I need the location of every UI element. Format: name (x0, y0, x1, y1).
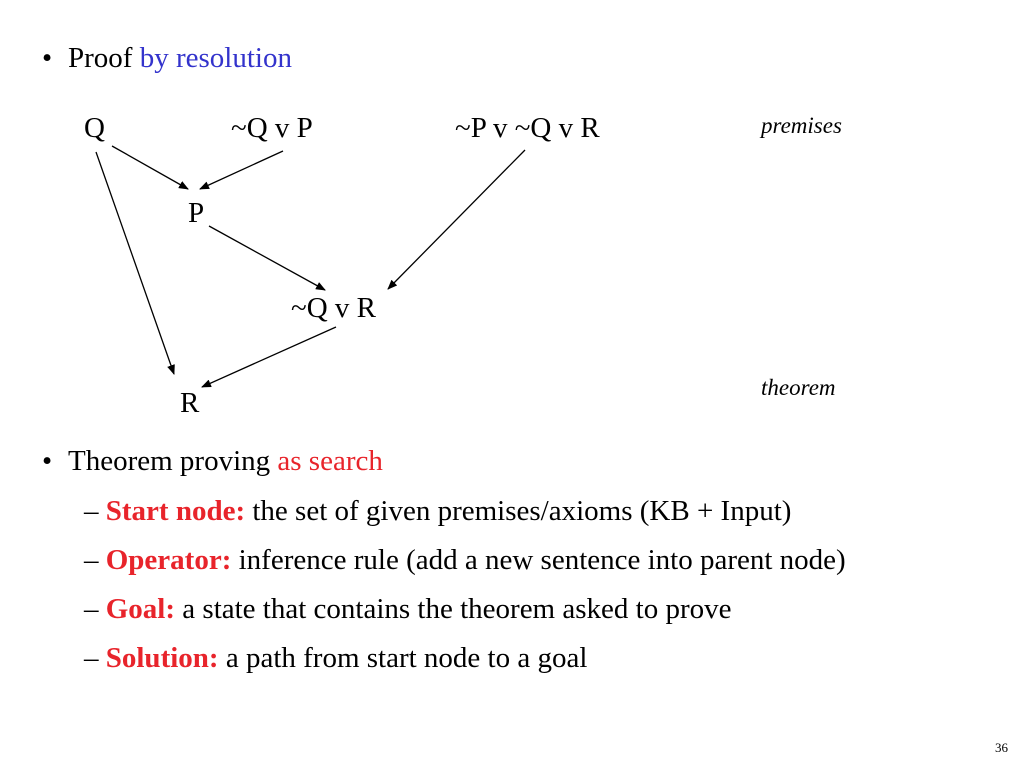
list-item-operator: – Operator: inference rule (add a new se… (84, 544, 846, 577)
edge-notq-or-r-to-r (201, 326, 337, 388)
definition-operator: inference rule (add a new sentence into … (238, 544, 846, 576)
search-bullet: • Theorem proving as search (42, 445, 383, 478)
node-r: R (180, 387, 200, 419)
term-solution: Solution: (105, 642, 219, 674)
definition-solution: a path from start node to a goal (225, 642, 588, 674)
node-not-p-or-not-q-or-r: ~P v ~Q v R (455, 112, 600, 144)
list-item-start-node: – Start node: the set of given premises/… (84, 495, 791, 528)
definition-goal: a state that contains the theorem asked … (182, 593, 732, 625)
bullet-dot: • (42, 42, 53, 74)
edge-q-to-r (95, 151, 175, 375)
proof-bullet: • Proof by resolution (42, 42, 292, 75)
dash: – (84, 642, 99, 674)
term-start-node: Start node: (105, 495, 246, 527)
list-item-goal: – Goal: a state that contains the theore… (84, 593, 731, 626)
node-p: P (188, 197, 205, 229)
dash: – (84, 495, 99, 527)
proof-method: by resolution (139, 42, 292, 74)
search-lead: Theorem proving (68, 445, 271, 477)
premises-label: premises (761, 113, 842, 138)
edge-q-to-p (111, 145, 189, 190)
edge-notq-or-p-to-p (199, 150, 284, 190)
node-not-q-or-r: ~Q v R (291, 292, 376, 324)
dash: – (84, 593, 99, 625)
node-q: Q (84, 112, 105, 144)
dash: – (84, 544, 99, 576)
list-item-solution: – Solution: a path from start node to a … (84, 642, 587, 675)
page-number: 36 (995, 740, 1008, 755)
term-goal: Goal: (105, 593, 176, 625)
theorem-label: theorem (761, 375, 836, 400)
edge-p-to-notq-or-r (208, 225, 326, 291)
node-not-q-or-p: ~Q v P (231, 112, 313, 144)
proof-lead: Proof (68, 42, 133, 74)
bullet-dot: • (42, 445, 53, 477)
term-operator: Operator: (105, 544, 232, 576)
search-accent: as search (277, 445, 383, 477)
definition-start-node: the set of given premises/axioms (KB + I… (252, 495, 792, 527)
edge-notp-notq-r-to-notq-or-r (387, 149, 526, 290)
